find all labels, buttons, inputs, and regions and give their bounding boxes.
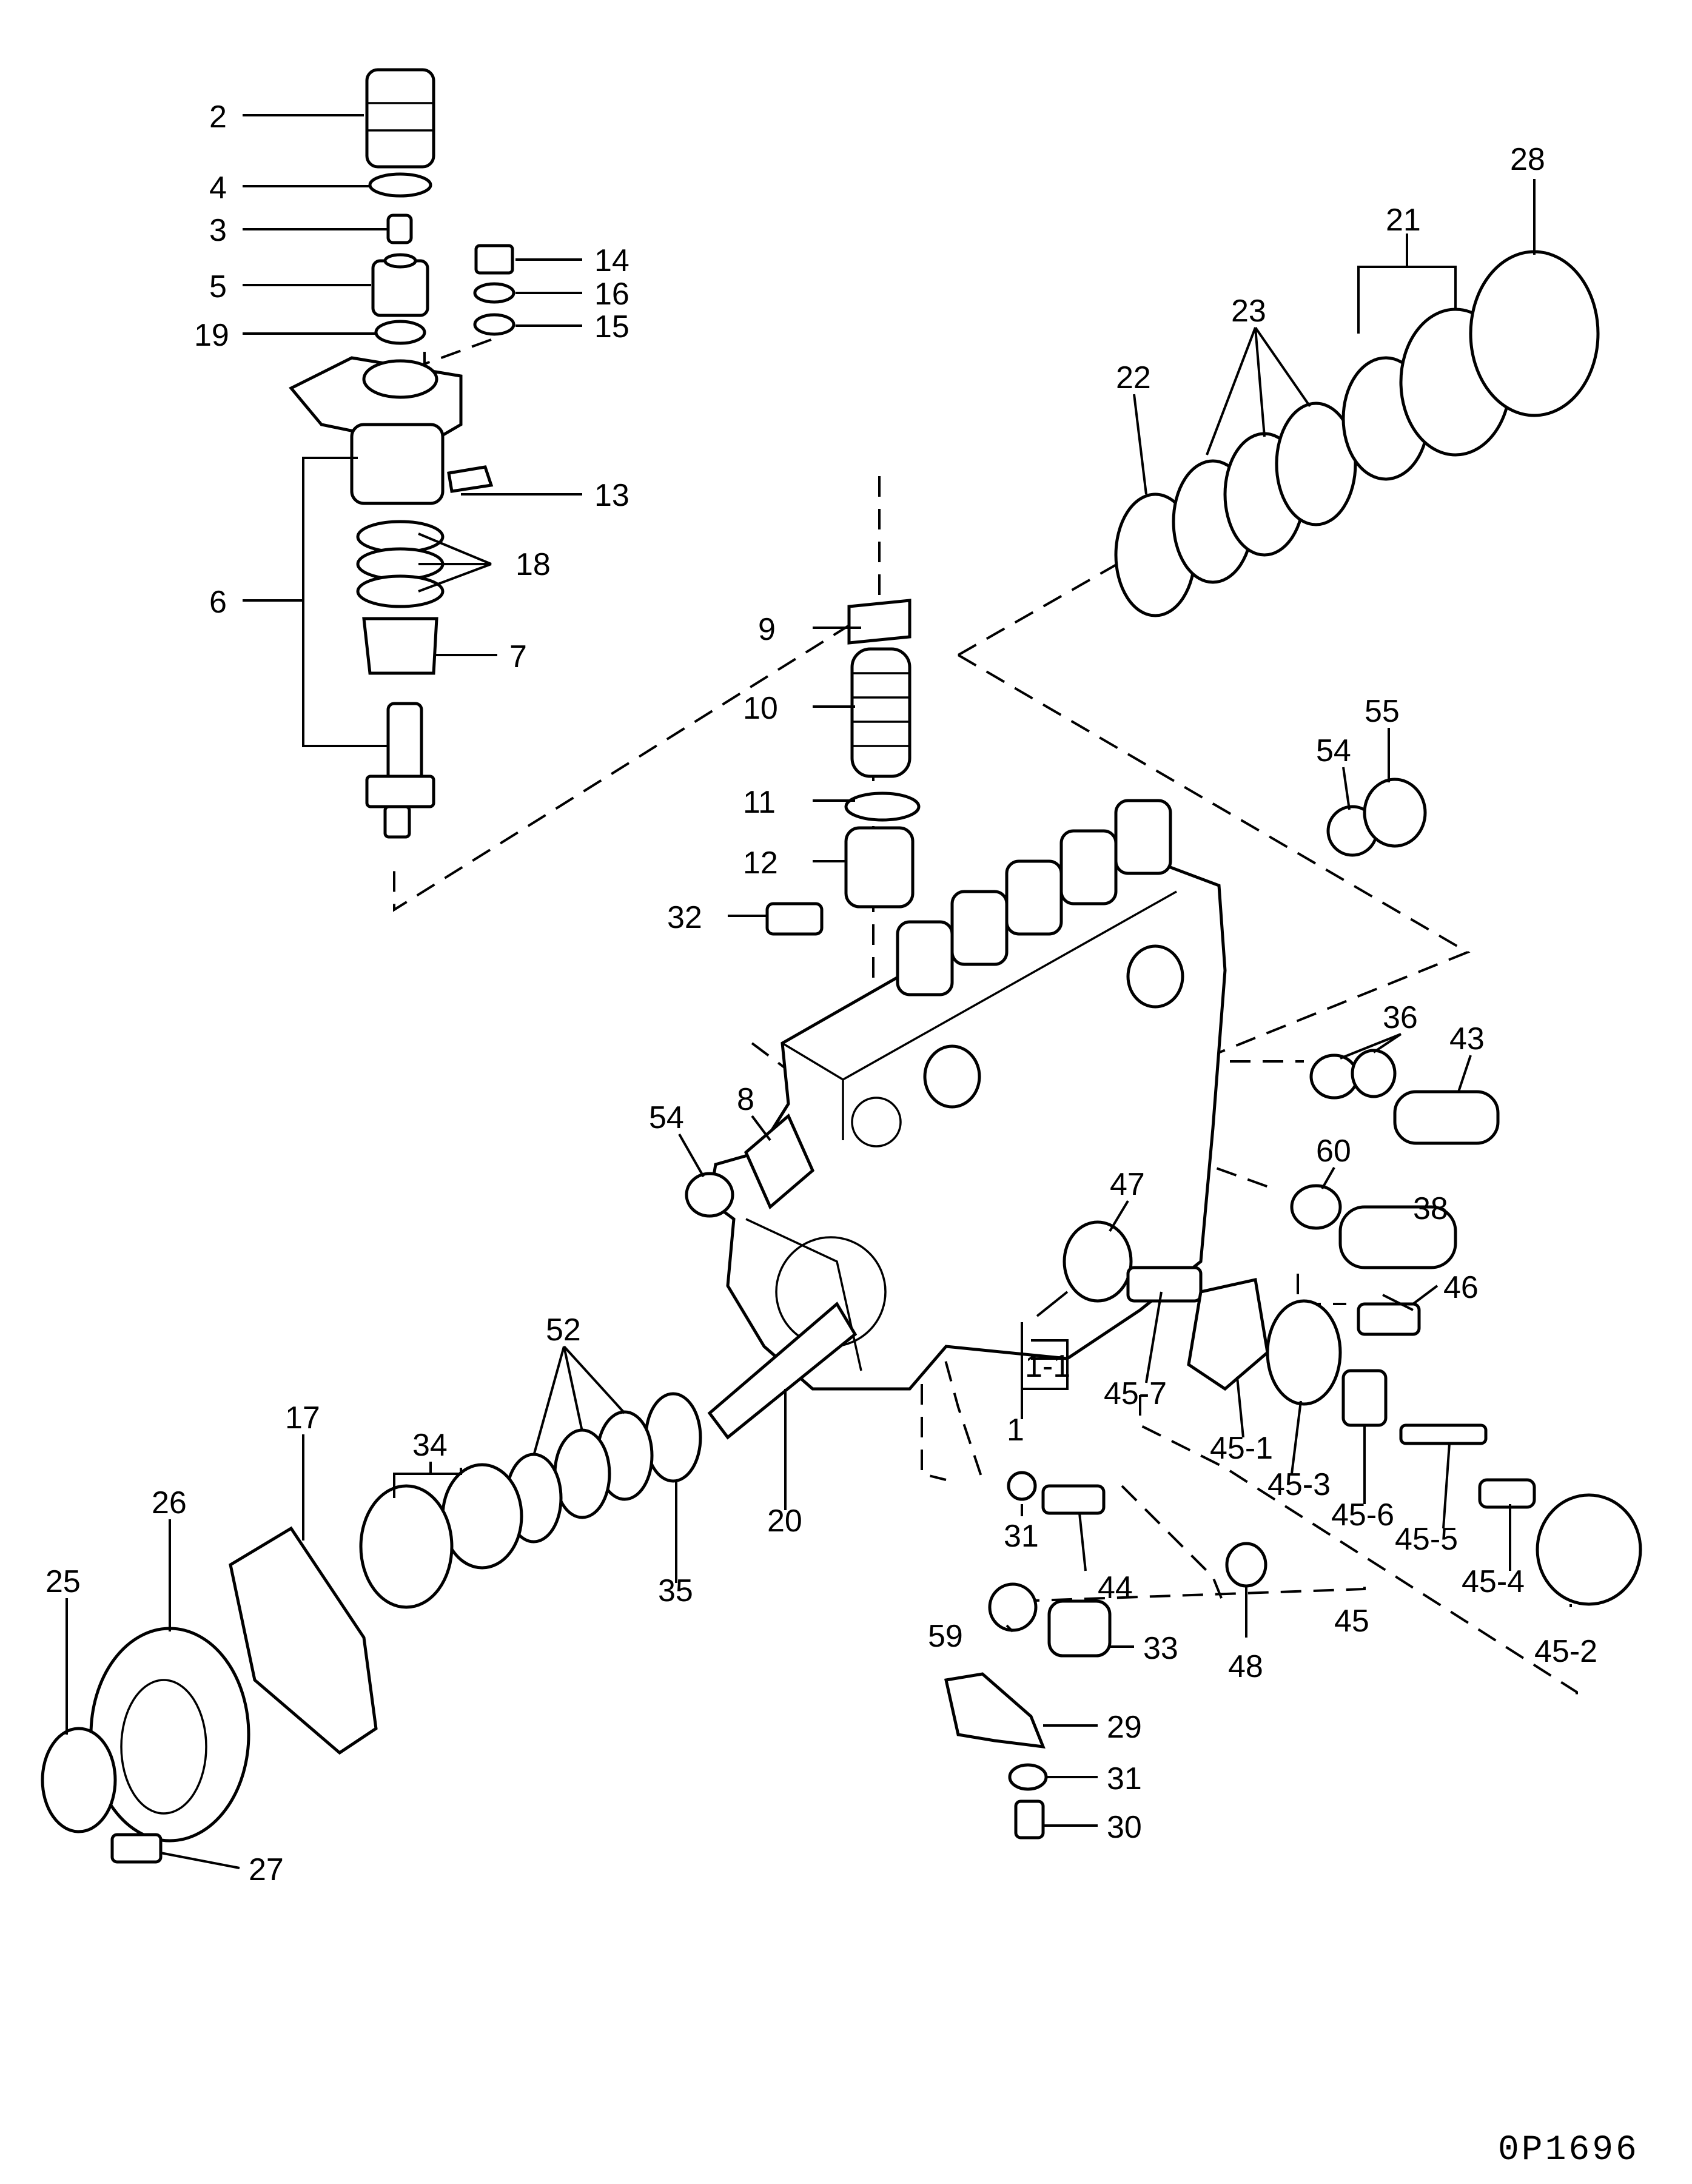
- callout-20: 20: [767, 1504, 802, 1539]
- callout-6: 6: [209, 585, 227, 620]
- callout-33: 33: [1143, 1631, 1178, 1666]
- callout-5: 5: [209, 269, 227, 304]
- callout-45: 45: [1334, 1604, 1369, 1639]
- callout-45-3: 45-3: [1267, 1467, 1331, 1502]
- callout-59: 59: [928, 1619, 963, 1654]
- callout-14: 14: [594, 243, 629, 278]
- callout-8: 8: [737, 1082, 754, 1117]
- callout-12: 12: [743, 845, 778, 881]
- callout-45-7: 45-7: [1104, 1376, 1167, 1411]
- callout-16: 16: [594, 277, 629, 312]
- callout-34: 34: [412, 1428, 448, 1463]
- drawing-code: 0P1696: [1498, 2131, 1639, 2170]
- callout-29: 29: [1107, 1710, 1142, 1745]
- dashed-assembly-lines: [393, 338, 1578, 1698]
- callout-11: 11: [743, 785, 776, 820]
- callout-44: 44: [1098, 1570, 1133, 1605]
- callout-9: 9: [758, 612, 776, 647]
- callout-17: 17: [285, 1400, 320, 1436]
- callout-13: 13: [594, 478, 629, 513]
- callout-45-1: 45-1: [1210, 1431, 1273, 1466]
- callout-10: 10: [743, 691, 778, 726]
- callout-60: 60: [1316, 1134, 1351, 1169]
- callout-15: 15: [594, 309, 629, 344]
- callout-18: 18: [515, 547, 551, 582]
- callout-7: 7: [509, 639, 527, 674]
- callout-2: 2: [209, 99, 227, 135]
- callout-32: 32: [667, 900, 702, 935]
- callout-35: 35: [658, 1573, 693, 1608]
- callout-31-upper: 31: [1004, 1519, 1039, 1554]
- callout-45-4: 45-4: [1462, 1564, 1525, 1599]
- callout-54-lower: 54: [649, 1100, 684, 1135]
- callout-4: 4: [209, 170, 227, 206]
- callout-21: 21: [1386, 203, 1421, 238]
- callout-25: 25: [45, 1564, 81, 1599]
- callout-3: 3: [209, 213, 227, 248]
- callout-43: 43: [1449, 1021, 1485, 1057]
- callout-54-upper: 54: [1316, 733, 1351, 768]
- callout-22: 22: [1116, 360, 1151, 395]
- callout-52: 52: [546, 1312, 581, 1348]
- callout-23: 23: [1231, 294, 1266, 329]
- callout-1: 1: [1007, 1413, 1024, 1448]
- callout-38: 38: [1413, 1191, 1448, 1226]
- callout-55: 55: [1365, 694, 1400, 729]
- parts-drawings: [41, 68, 1642, 1864]
- callout-1-1: 1-1: [1025, 1349, 1070, 1384]
- callout-26: 26: [152, 1485, 187, 1520]
- callout-45-2: 45-2: [1534, 1634, 1597, 1669]
- callout-46: 46: [1443, 1270, 1479, 1305]
- callout-47: 47: [1110, 1167, 1145, 1202]
- callout-27: 27: [249, 1852, 284, 1887]
- callout-45-5: 45-5: [1395, 1522, 1458, 1557]
- callout-28: 28: [1510, 142, 1545, 177]
- callout-48: 48: [1228, 1649, 1263, 1684]
- leader-lines: [65, 114, 1572, 1869]
- callout-30: 30: [1107, 1810, 1142, 1845]
- callout-19: 19: [194, 318, 229, 353]
- callout-36: 36: [1383, 1000, 1418, 1035]
- callout-45-6: 45-6: [1331, 1497, 1394, 1533]
- callout-labels: 2 4 3 5 19 14 16 15 13 18 6 7 9 10 11 12…: [45, 99, 1597, 1887]
- callout-31-lower: 31: [1107, 1761, 1142, 1796]
